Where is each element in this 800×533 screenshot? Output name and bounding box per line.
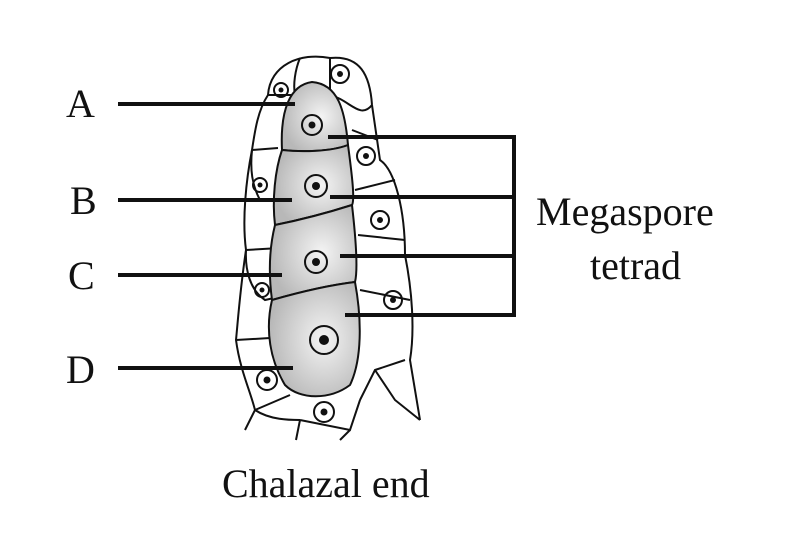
chalazal-end-caption: Chalazal end: [222, 461, 430, 506]
tetrad-cell-a: [280, 80, 350, 153]
label-c: C: [68, 253, 95, 298]
label-b: B: [70, 178, 97, 223]
label-a: A: [66, 81, 95, 126]
megaspore-label: Megaspore: [536, 189, 714, 234]
pointer-lines: [118, 102, 516, 370]
tetrad-bracket: [328, 135, 516, 317]
label-d: D: [66, 347, 95, 392]
tetrad-cell-d: [267, 280, 361, 398]
tetrad-label: tetrad: [590, 243, 682, 288]
